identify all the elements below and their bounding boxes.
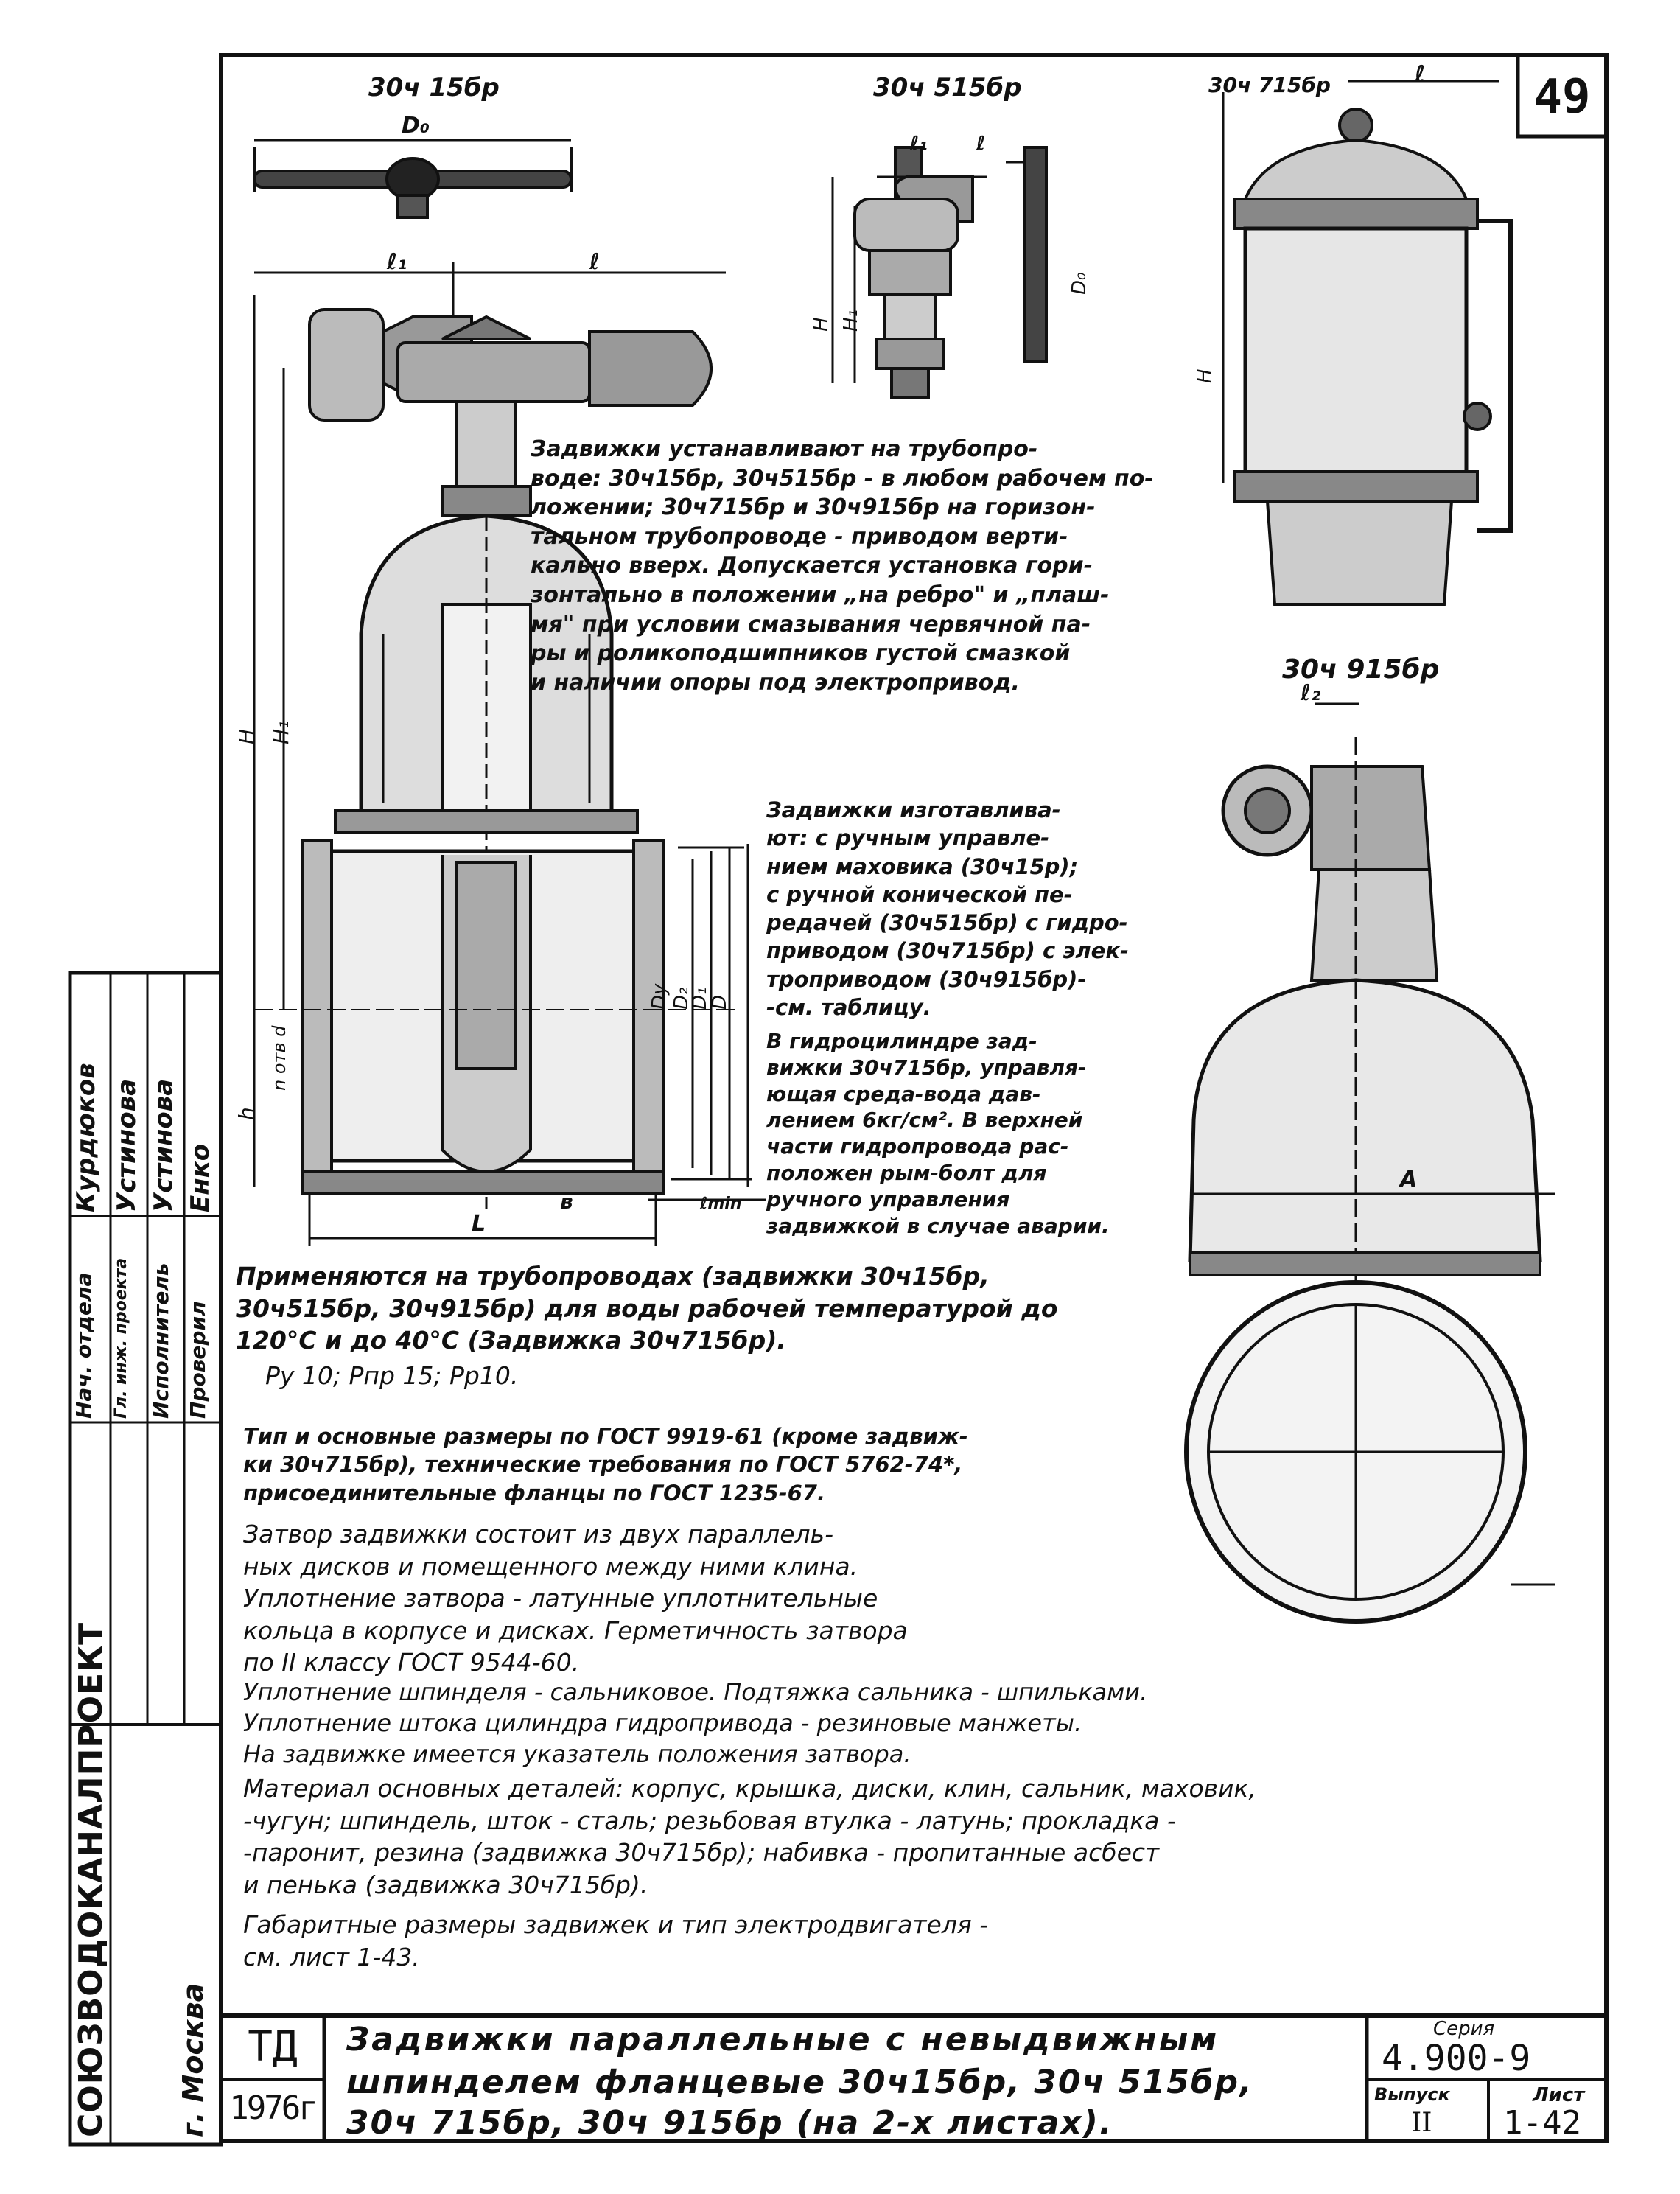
dim-H: H — [234, 728, 259, 744]
stamp-name-1: Курдюков — [71, 1063, 101, 1212]
series-label: Серия — [1433, 2018, 1495, 2040]
bevel-gear-view — [831, 146, 1048, 399]
dim-D1: D₁ — [689, 987, 711, 1010]
dim-H-v3: H — [1194, 368, 1216, 383]
view2-title: 30ч 515бр — [873, 73, 1022, 102]
dim-l1: ℓ₁ — [386, 249, 407, 275]
dim-Dy: Dy — [648, 983, 671, 1010]
stamp-role-3: Исполнитель — [149, 1262, 173, 1419]
main-valve-body — [253, 262, 766, 1246]
dim-D: D — [709, 994, 731, 1010]
gate-text: Затвор задвижки состоит из двух параллел… — [243, 1520, 908, 1677]
sheet-label: Лист — [1533, 2084, 1585, 2106]
handwheel-view — [253, 139, 573, 219]
stamp-name-3: Устинова — [149, 1078, 178, 1212]
electric-drive-view — [1184, 702, 1555, 1624]
title-line1: Задвижки параллельные с невыдвижным — [346, 2021, 1219, 2058]
seal-text: Уплотнение шпинделя - сальниковое. Подтя… — [243, 1678, 1148, 1769]
issue-value: II — [1411, 2108, 1432, 2138]
dim-l: ℓ — [589, 249, 600, 275]
stamp-city: г. Москва — [177, 1982, 209, 2137]
dim-D0: D₀ — [402, 113, 430, 139]
hydraulic-cylinder-view — [1222, 80, 1513, 606]
pressure-text: Ру 10; Рпр 15; Рр10. — [265, 1361, 519, 1390]
title-line2: шпинделем фланцевые 30ч15бр, 30ч 515бр, — [346, 2064, 1253, 2101]
material-text: Материал основных деталей: корпус, крышк… — [243, 1774, 1256, 1899]
stamp-org: СОЮЗВОДОКАНАЛПРОЕКТ — [72, 1621, 110, 2137]
series-value: 4.900-9 — [1382, 2038, 1531, 2079]
sheet-number: 49 — [1533, 70, 1591, 125]
view1-title: 30ч 15бр — [368, 73, 500, 102]
view4-title: 30ч 915бр — [1282, 654, 1439, 685]
dim-h: h — [234, 1107, 259, 1120]
stamp-role-2: Гл. инж. проекта — [112, 1257, 130, 1419]
apply-text: Применяются на трубопроводах (задвижки 3… — [236, 1262, 1058, 1355]
dim-l1-v2: ℓ₁ — [910, 133, 928, 155]
stamp-name-4: Енко — [186, 1143, 215, 1212]
dim-l-v3: ℓ — [1414, 61, 1425, 87]
dims-ref-text: Габаритные размеры задвижек и тип электр… — [243, 1910, 989, 1971]
dim-H1-v2: H₁ — [840, 310, 862, 332]
dim-A: A — [1399, 1167, 1417, 1192]
issue-label: Выпуск — [1374, 2084, 1450, 2105]
sheet-value: 1-42 — [1503, 2104, 1581, 2142]
dim-H-v2: H — [811, 317, 833, 332]
dim-D0-v2: D₀ — [1068, 272, 1091, 295]
dim-L: L — [472, 1211, 486, 1237]
dim-l-v2: ℓ — [976, 133, 986, 155]
hydro-text: В гидроцилиндре зад- вижки 30ч715бр, упр… — [766, 1029, 1110, 1238]
stamp-name-2: Устинова — [112, 1078, 141, 1212]
view3-title: 30ч 715бр — [1208, 73, 1331, 97]
install-text: Задвижки устанавливают на трубопро- воде… — [531, 436, 1154, 696]
dim-H1: H₁ — [269, 720, 293, 744]
title-line3: 30ч 715бр, 30ч 915бр (на 2-х листах). — [346, 2104, 1113, 2142]
dim-lmin: ℓmin — [699, 1195, 742, 1213]
stamp-role-4: Проверил — [186, 1301, 210, 1419]
manufacture-text: Задвижки изготавлива- ют: с ручным управ… — [766, 797, 1130, 1020]
title-year: 1976г — [229, 2089, 318, 2127]
sheet-number-box — [1516, 53, 1609, 139]
dim-b: в — [560, 1189, 573, 1214]
title-td: ТД — [248, 2023, 298, 2071]
dim-n-holes: n отв d — [269, 1025, 290, 1091]
dim-l2: ℓ₂ — [1300, 680, 1320, 706]
stamp-role-1: Нач. отдела — [71, 1272, 96, 1419]
side-stamp-frame — [68, 971, 223, 2147]
gost-text: Тип и основные размеры по ГОСТ 9919-61 (… — [243, 1424, 968, 1506]
